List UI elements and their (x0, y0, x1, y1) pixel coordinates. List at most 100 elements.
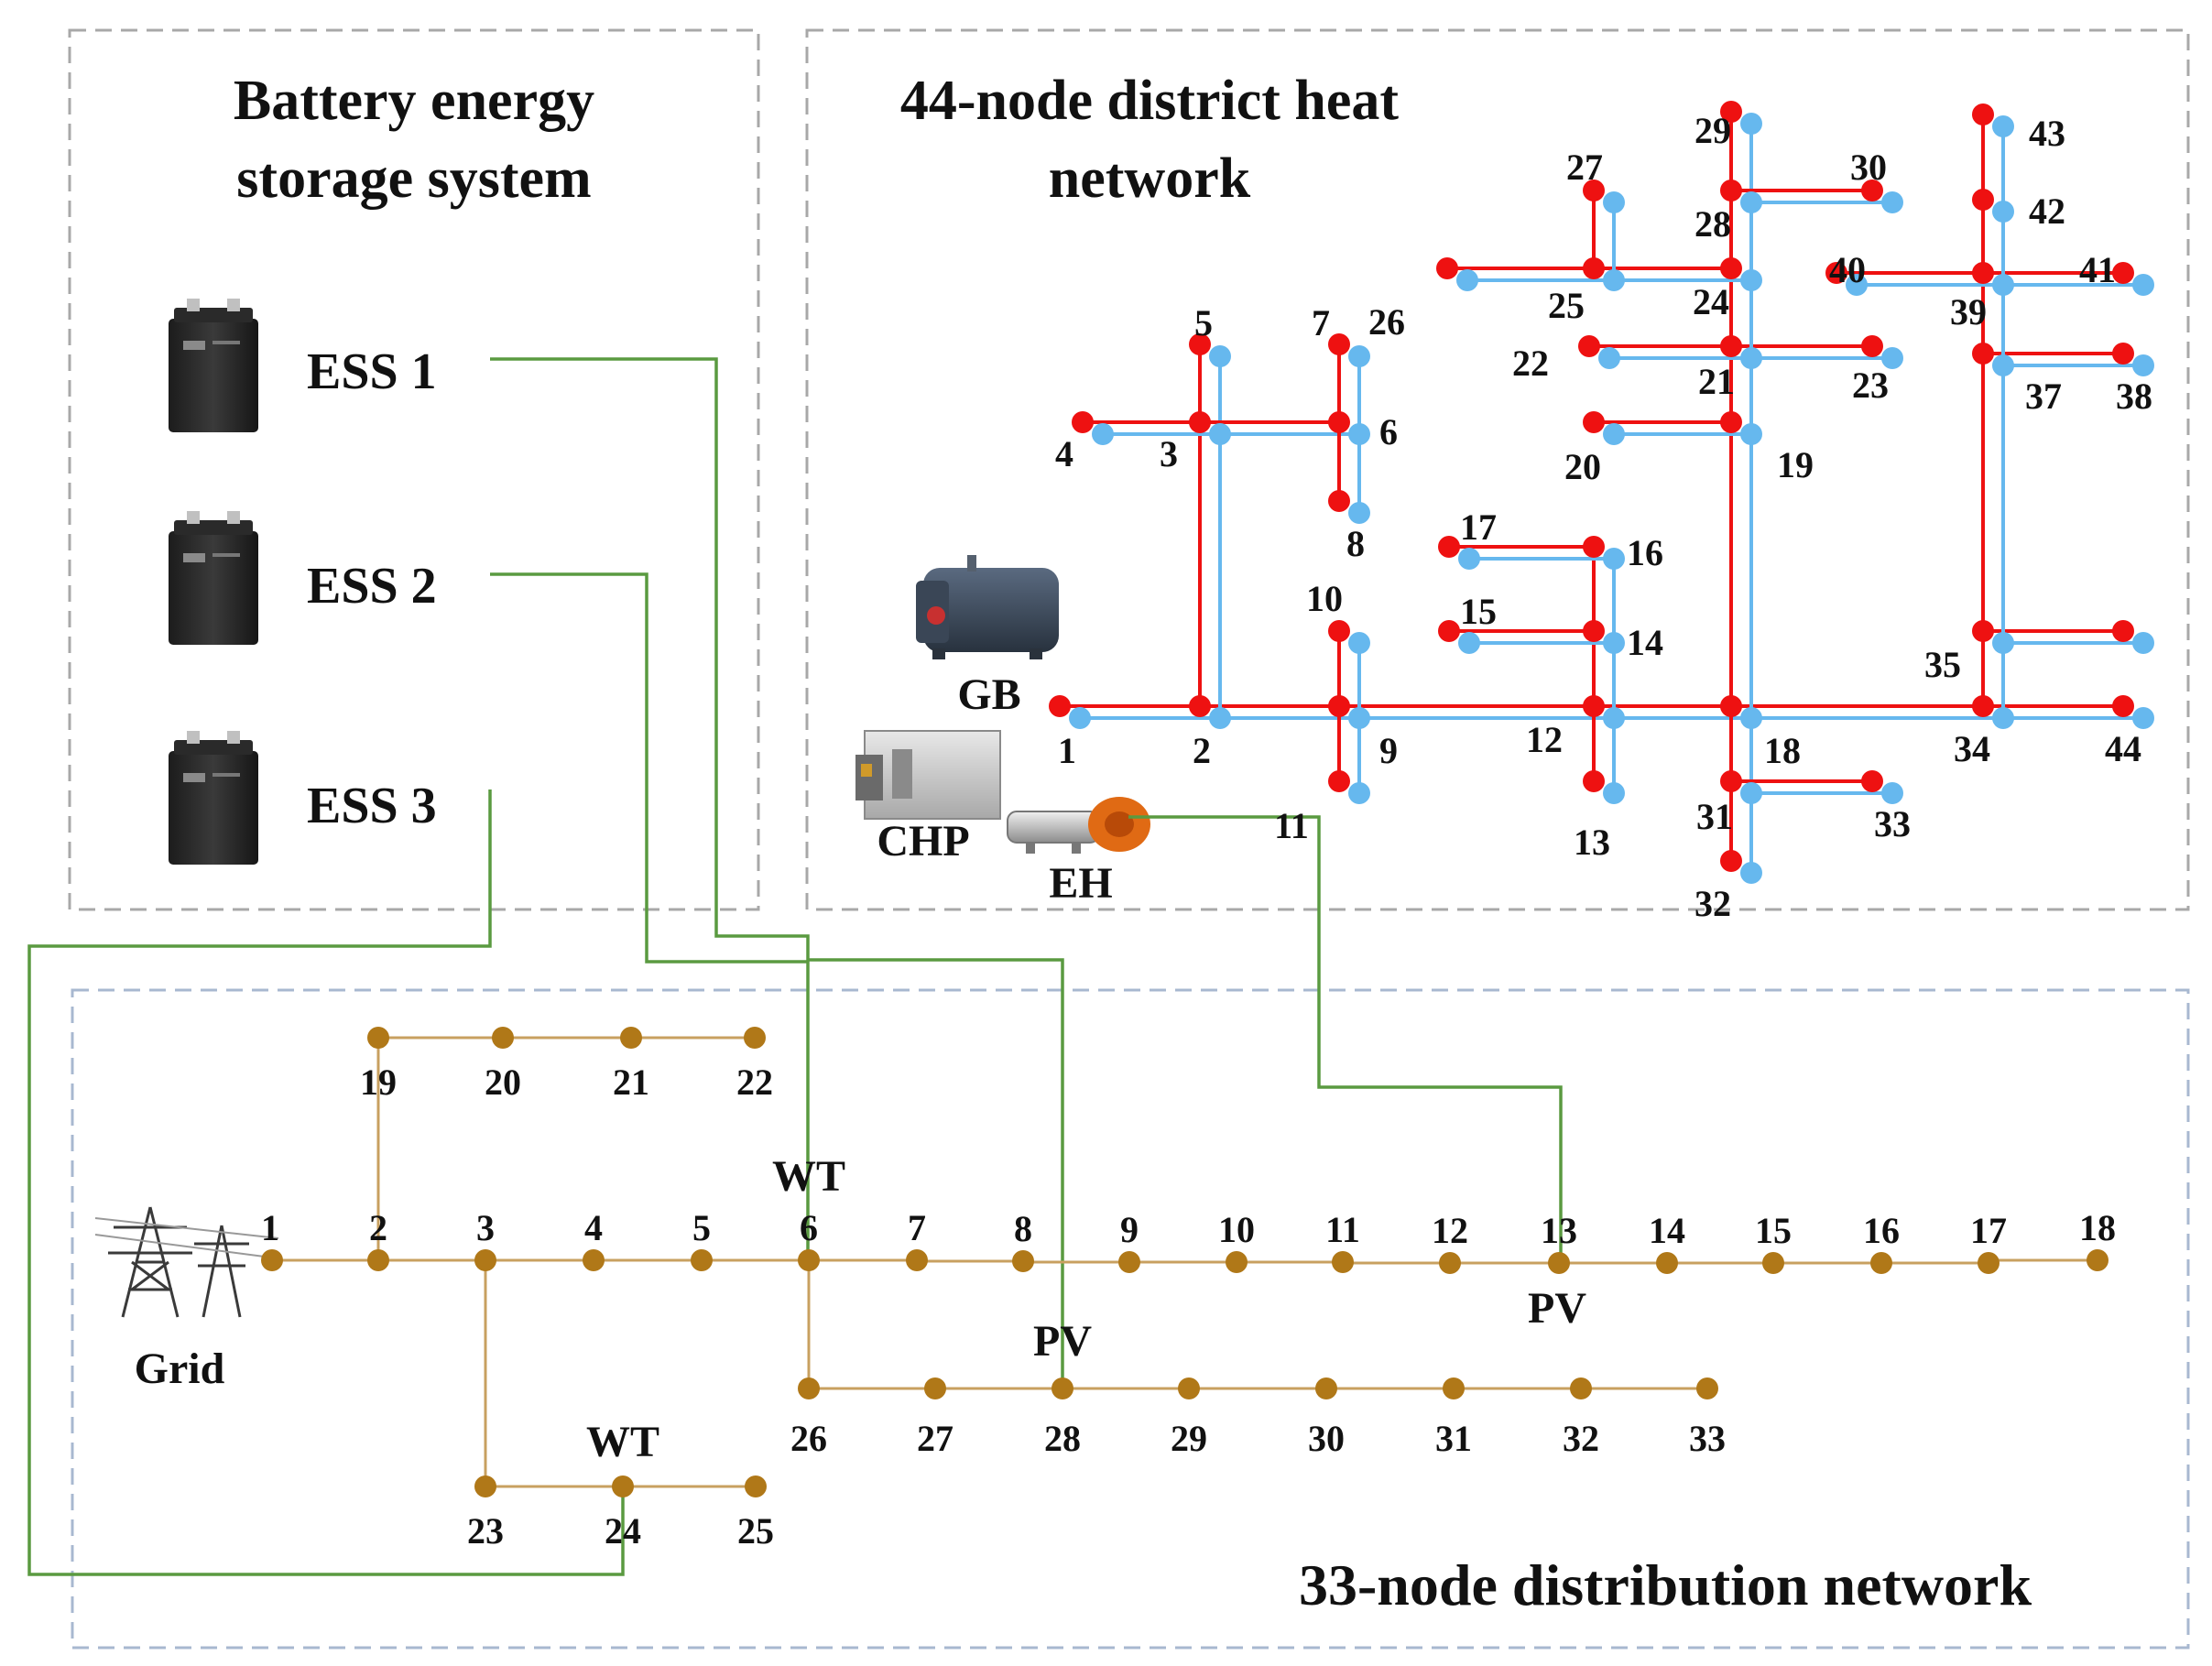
distribution-node-label-8: 8 (1014, 1208, 1032, 1249)
heat-node-supply-12 (1583, 695, 1605, 717)
heat-node-return-40 (1846, 274, 1868, 296)
heat-node-label-22: 22 (1512, 343, 1549, 384)
heat-node-label-18: 18 (1764, 730, 1801, 771)
wt-label-node6: WT (772, 1152, 845, 1201)
distribution-node-label-7: 7 (908, 1207, 926, 1248)
heat-node-supply-30 (1861, 180, 1883, 201)
distribution-node-label-6: 6 (800, 1207, 818, 1248)
heat-node-label-33: 33 (1874, 803, 1911, 844)
distribution-node-label-27: 27 (917, 1418, 953, 1459)
distribution-node-label-31: 31 (1435, 1418, 1472, 1459)
heat-node-label-16: 16 (1627, 532, 1663, 573)
heat-node-label-5: 5 (1194, 302, 1213, 343)
distribution-node-26 (798, 1377, 820, 1399)
distribution-line (915, 1259, 1023, 1263)
heat-node-label-38: 38 (2116, 376, 2152, 417)
heat-node-supply-9 (1328, 695, 1350, 717)
heat-node-supply-23 (1861, 335, 1883, 357)
heat-node-label-10: 10 (1306, 578, 1343, 619)
gas-boiler-icon (916, 555, 1059, 659)
heat-node-supply-37 (1972, 343, 1994, 365)
heat-node-supply-18 (1720, 695, 1742, 717)
distribution-node-21 (620, 1027, 642, 1049)
heat-node-supply-29 (1720, 101, 1742, 123)
heat-node-supply-7 (1328, 333, 1350, 355)
heat-node-supply-11 (1328, 770, 1350, 792)
heat-node-supply-28 (1720, 180, 1742, 201)
heat-node-supply-40 (1825, 262, 1847, 284)
heat-node-label-43: 43 (2029, 113, 2065, 154)
heat-node-label-17: 17 (1460, 506, 1497, 548)
heat-node-label-35: 35 (1924, 644, 1961, 685)
heat-node-supply-19 (1720, 411, 1742, 433)
heat-node-label-19: 19 (1777, 444, 1814, 485)
distribution-node-32 (1570, 1377, 1592, 1399)
heat-node-supply-39 (1972, 262, 1994, 284)
distribution-node-label-26: 26 (790, 1418, 827, 1459)
heat-node-supply-34 (1972, 695, 1994, 717)
heat-node-label-13: 13 (1574, 822, 1610, 863)
heat-node-return-24 (1740, 269, 1762, 291)
heat-node-supply-15 (1438, 620, 1460, 642)
distribution-node-1 (261, 1249, 283, 1271)
ess2-label: ESS 2 (307, 558, 437, 615)
distribution-node-label-12: 12 (1432, 1210, 1468, 1251)
ess2-coupling-line (490, 572, 810, 1263)
heat-node-supply-36 (2112, 620, 2134, 642)
heat-node-supply-41 (2112, 262, 2134, 284)
distribution-node-label-5: 5 (692, 1207, 711, 1248)
heat-node-supply-17 (1438, 536, 1460, 558)
heat-node-supply-35 (1972, 620, 1994, 642)
heat-node-return-20 (1603, 423, 1625, 445)
heat-pipe-network (1060, 112, 2143, 873)
heat-node-return-7 (1348, 345, 1370, 367)
bess-panel-frame (68, 28, 760, 911)
eh-coupling-line (1128, 815, 1563, 1260)
chp-unit-icon (855, 730, 1001, 820)
distribution-node-label-17: 17 (1970, 1210, 2007, 1251)
pv-label-node13: PV (1528, 1284, 1586, 1333)
heat-node-supply-22 (1578, 335, 1600, 357)
heat-node-label-25: 25 (1548, 285, 1585, 326)
heat-title-line2: network (1049, 147, 1251, 210)
heat-node-supply-1 (1049, 695, 1071, 717)
distribution-node-9 (1118, 1251, 1140, 1273)
heat-node-return-13 (1603, 782, 1625, 804)
eh-label: EH (1049, 859, 1112, 908)
heat-node-label-23: 23 (1852, 365, 1889, 406)
heat-node-supply-3 (1189, 411, 1211, 433)
electric-heater-icon (1007, 797, 1150, 854)
heat-node-supply-14 (1583, 620, 1605, 642)
heat-node-label-44: 44 (2105, 728, 2141, 769)
distribution-node-7 (906, 1249, 928, 1271)
heat-node-return-37 (1992, 354, 2014, 376)
distribution-node-label-2: 2 (369, 1207, 387, 1248)
heat-node-return-32 (1740, 862, 1762, 884)
heat-node-label-4: 4 (1055, 433, 1073, 474)
heat-node-supply-20 (1583, 411, 1605, 433)
heat-node-label-8: 8 (1346, 523, 1365, 564)
distribution-line (1341, 1261, 1450, 1265)
distribution-node-27 (924, 1377, 946, 1399)
distribution-node-label-21: 21 (613, 1062, 649, 1103)
distribution-node-label-10: 10 (1218, 1209, 1255, 1250)
heat-node-label-7: 7 (1312, 302, 1330, 343)
distribution-node-10 (1226, 1251, 1248, 1273)
heat-node-supply-32 (1720, 850, 1742, 872)
heat-node-return-2 (1209, 707, 1231, 729)
heat-node-return-39 (1992, 274, 2014, 296)
distribution-network-panel-frame (71, 988, 2190, 1650)
heat-node-return-9 (1348, 707, 1370, 729)
heat-node-supply-27 (1583, 180, 1605, 201)
heat-network-panel-frame (805, 28, 2190, 911)
heat-node-return-12 (1603, 707, 1625, 729)
ess1-label: ESS 1 (307, 343, 437, 400)
distribution-node-label-19: 19 (360, 1062, 397, 1103)
distribution-node-20 (492, 1027, 514, 1049)
heat-node-label-37: 37 (2025, 376, 2062, 417)
bess-title-line2: storage system (236, 147, 591, 210)
heat-node-return-21 (1740, 347, 1762, 369)
coupling-lines (27, 357, 1563, 1576)
distribution-node-2 (367, 1249, 389, 1271)
heat-node-label-34: 34 (1954, 728, 1990, 769)
